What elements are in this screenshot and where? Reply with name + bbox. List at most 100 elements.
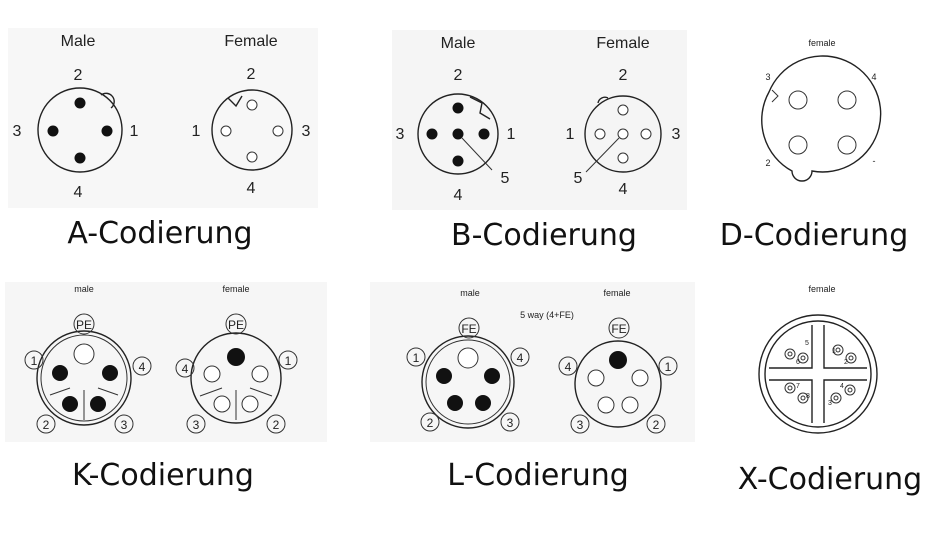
l-female-pin-fe-badge: FE: [608, 317, 630, 339]
d-female-pin-3: 3: [765, 72, 770, 82]
a-male-label: Male: [61, 33, 96, 50]
a-caption: A-Codierung: [67, 216, 252, 251]
b-female-connector: [584, 95, 662, 173]
l-female-pin-fe: FE: [611, 322, 626, 336]
l-female-pin-2: 2: [653, 418, 660, 432]
b-female-pin-5: 5: [574, 170, 583, 187]
k-male-pin-3: 3: [121, 418, 128, 432]
l-female-label: female: [603, 288, 630, 298]
l-female-pin-3: 3: [577, 418, 584, 432]
a-male-pin-3: 3: [13, 123, 22, 140]
a-female-label: Female: [224, 33, 277, 50]
x-caption: X-Codierung: [738, 462, 922, 497]
k-male-pin-1-badge: 1: [24, 350, 44, 370]
d-coding: female 3 4 2 - D-Codierung: [720, 38, 908, 253]
b-male-pin-4: 4: [454, 187, 463, 204]
k-male-pin-4-badge: 4: [132, 356, 152, 376]
l-female-pin-1: 1: [665, 360, 672, 374]
l-male-label: male: [460, 288, 480, 298]
l-male-pin-2: 2: [427, 416, 434, 430]
k-male-pin-3-badge: 3: [114, 414, 134, 434]
b-male-pin-1: 1: [507, 126, 516, 143]
b-female-pin-4: 4: [619, 181, 628, 198]
a-male-connector: [37, 87, 123, 173]
x-female-label: female: [808, 284, 835, 294]
k-coding: male female PE 1 4 2: [24, 284, 298, 493]
x-pin-8: 8: [806, 393, 810, 400]
k-male-pin-pe: PE: [76, 318, 92, 332]
l-male-pin-3-badge: 3: [500, 412, 520, 432]
x-pin-4: 4: [840, 383, 844, 390]
k-male-pin-1: 1: [31, 354, 38, 368]
k-female-pin-1: 1: [285, 354, 292, 368]
k-female-pin-4: 4: [182, 362, 189, 376]
l-male-pin-1: 1: [413, 351, 420, 365]
l-male-pin-fe: FE: [461, 322, 476, 336]
b-panel: [392, 30, 687, 210]
l-female-pin-4-badge: 4: [558, 356, 578, 376]
k-male-pin-4: 4: [139, 360, 146, 374]
k-male-pin-2: 2: [43, 418, 50, 432]
b-female-pin-3: 3: [672, 126, 681, 143]
k-female-pin-3-badge: 3: [186, 414, 206, 434]
l-female-pin-2-badge: 2: [646, 414, 666, 434]
l-male-pin-fe-badge: FE: [458, 317, 480, 339]
b-female-pin-1: 1: [566, 126, 575, 143]
l-caption: L-Codierung: [447, 458, 629, 493]
k-female-pin-2: 2: [273, 418, 280, 432]
k-female-pin-4-badge: 4: [175, 358, 195, 378]
l-male-pin-4: 4: [517, 351, 524, 365]
d-female-pin-2: 2: [765, 158, 770, 168]
b-female-pin-2: 2: [619, 67, 628, 84]
l-male-pin-2-badge: 2: [420, 412, 440, 432]
b-male-pin-3: 3: [396, 126, 405, 143]
k-male-connector: [36, 330, 132, 426]
d-female-pin-4: 4: [871, 72, 876, 82]
x-pin-2: 2: [844, 359, 848, 366]
l-male-connector: [421, 335, 515, 429]
k-female-label: female: [222, 284, 249, 294]
a-female-pin-2: 2: [247, 66, 256, 83]
k-caption: K-Codierung: [72, 458, 254, 493]
d-caption: D-Codierung: [720, 218, 908, 253]
k-female-connector: [190, 332, 282, 424]
b-coding: Male Female 2 3 1 5 4 2 1 3: [396, 35, 681, 253]
x-pin-6: 6: [796, 359, 800, 366]
b-male-label: Male: [441, 35, 476, 52]
k-female-pin-2-badge: 2: [266, 414, 286, 434]
l-female-pin-1-badge: 1: [658, 356, 678, 376]
l-male-pin-3: 3: [507, 416, 514, 430]
k-female-pin-pe-badge: PE: [225, 313, 247, 335]
x-pin-7: 7: [796, 383, 800, 390]
a-panel: [8, 28, 318, 208]
l-female-connector: [574, 340, 662, 428]
a-male-pin-4: 4: [74, 184, 83, 201]
b-caption: B-Codierung: [451, 218, 637, 253]
x-coding: female 5 1 6 2 7 4 8 3 X-Codierung: [738, 284, 922, 497]
x-female-connector: [758, 314, 878, 434]
a-female-pin-4: 4: [247, 180, 256, 197]
k-female-pin-1-badge: 1: [278, 350, 298, 370]
k-male-label: male: [74, 284, 94, 294]
x-pin-1: 1: [832, 348, 836, 355]
k-male-pin-pe-badge: PE: [73, 313, 95, 335]
a-male-pin-2: 2: [74, 67, 83, 84]
l-female-pin-3-badge: 3: [570, 414, 590, 434]
b-male-pin-2: 2: [454, 67, 463, 84]
l-female-pin-4: 4: [565, 360, 572, 374]
d-female-pin-dash: -: [873, 156, 876, 166]
a-female-pin-1: 1: [192, 123, 201, 140]
l-male-pin-1-badge: 1: [406, 347, 426, 367]
k-female-pin-3: 3: [193, 418, 200, 432]
l-coding: male female 5 way (4+FE) FE 1 4 2: [406, 288, 678, 493]
b-female-label: Female: [596, 35, 649, 52]
k-female-pin-pe: PE: [228, 318, 244, 332]
a-male-pin-1: 1: [130, 123, 139, 140]
d-female-connector: [761, 55, 882, 182]
a-female-pin-3: 3: [302, 123, 311, 140]
d-female-label: female: [808, 38, 835, 48]
l-note: 5 way (4+FE): [520, 310, 574, 320]
a-coding: Male Female 2 3 1 4 2 1 3 4 A-Codierung: [13, 33, 311, 251]
x-pin-3: 3: [828, 400, 832, 407]
